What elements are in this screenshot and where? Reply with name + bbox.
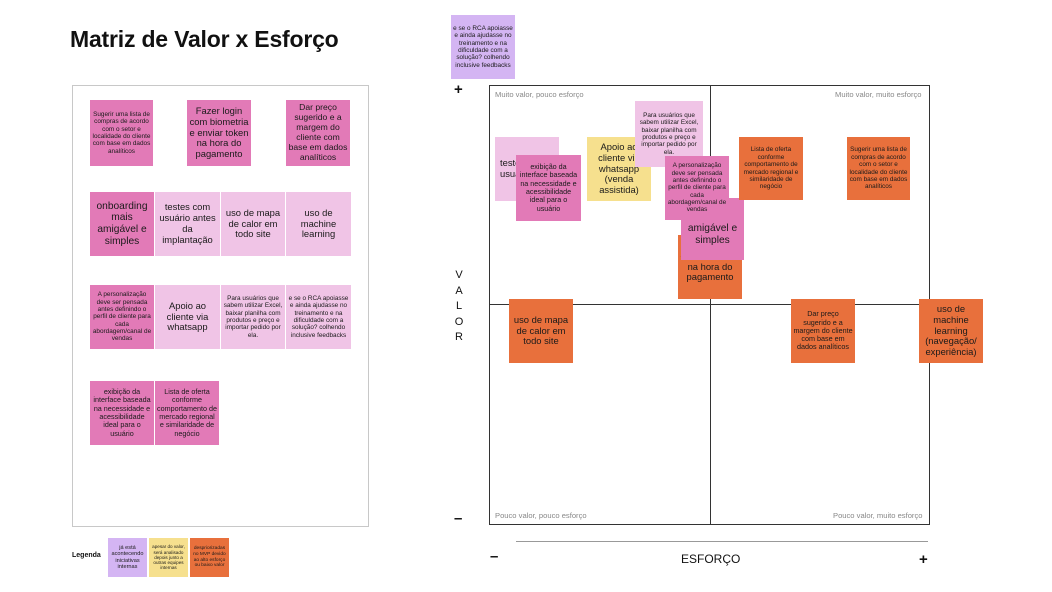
note-exibicao-interface[interactable]: exibição da interface baseada na necessi… xyxy=(90,381,154,445)
x-axis-line xyxy=(516,541,928,542)
quadrant-label-bottom-right: Pouco valor, muito esforço xyxy=(833,511,923,520)
y-axis-label-text: V A L O R xyxy=(454,269,464,343)
matrix-note-sugerir-lista[interactable]: Sugerir uma lista de compras de acordo c… xyxy=(847,137,910,200)
y-axis-plus: + xyxy=(454,81,463,98)
legend-item-later: apesar do valor, será analisado depois j… xyxy=(149,538,188,577)
matrix-note-preco-sugerido[interactable]: Dar preço sugerido e a margem do cliente… xyxy=(791,299,855,363)
y-axis-label: V A L O R xyxy=(451,268,467,346)
x-axis-plus: + xyxy=(919,551,928,568)
quadrant-label-bottom-left: Pouco valor, pouco esforço xyxy=(495,511,587,520)
matrix-vertical-divider xyxy=(710,85,711,525)
legend-item-internal: já está acontecendo iniciativas internas xyxy=(108,538,147,577)
note-rca-apoio[interactable]: e se o RCA apoiasse e ainda ajudasse no … xyxy=(286,285,351,349)
page-title: Matriz de Valor x Esforço xyxy=(70,26,339,52)
note-preco-sugerido[interactable]: Dar preço sugerido e a margem do cliente… xyxy=(286,100,350,166)
x-axis-label: ESFORÇO xyxy=(681,552,741,566)
note-lista-oferta[interactable]: Lista de oferta conforme comportamento d… xyxy=(155,381,219,445)
note-sugerir-lista[interactable]: Sugerir uma lista de compras de acordo c… xyxy=(90,100,153,166)
matrix-note-lista-oferta[interactable]: Lista de oferta conforme comportamento d… xyxy=(739,137,803,200)
note-machine-learning[interactable]: uso de machine learning xyxy=(286,192,351,256)
matrix-note-personalizacao[interactable]: A personalização deve ser pensada antes … xyxy=(665,156,729,220)
note-apoio-whatsapp[interactable]: Apoio ao cliente via whatsapp xyxy=(155,285,220,349)
legend-label: Legenda xyxy=(72,552,101,559)
quadrant-label-top-right: Muito valor, muito esforço xyxy=(835,90,922,99)
matrix-note-machine-learning[interactable]: uso de machine learning (navegação/ expe… xyxy=(919,299,983,363)
note-testes-usuario[interactable]: testes com usuário antes da implantação xyxy=(155,192,220,256)
note-excel-planilha[interactable]: Para usuários que sabem utilizar Excel, … xyxy=(221,285,285,349)
note-mapa-calor[interactable]: uso de mapa de calor em todo site xyxy=(221,192,285,256)
x-axis-minus: – xyxy=(490,548,499,565)
quadrant-label-top-left: Muito valor, pouco esforço xyxy=(495,90,584,99)
legend-item-deprioritized: despriorizadas no MVP devido ao alto esf… xyxy=(190,538,229,577)
note-login-biometria[interactable]: Fazer login com biometria e enviar token… xyxy=(187,100,251,166)
matrix-note-mapa-calor[interactable]: uso de mapa de calor em todo site xyxy=(509,299,573,363)
y-axis-minus: – xyxy=(454,510,463,527)
note-personalizacao[interactable]: A personalização deve ser pensada antes … xyxy=(90,285,154,349)
matrix-note-exibicao-interface[interactable]: exibição da interface baseada na necessi… xyxy=(516,155,581,221)
note-rca-apoio-purple[interactable]: e se o RCA apoiasse e ainda ajudasse no … xyxy=(451,15,515,79)
matrix-horizontal-divider xyxy=(489,304,930,305)
note-onboarding[interactable]: onboarding mais amigável e simples xyxy=(90,192,154,256)
